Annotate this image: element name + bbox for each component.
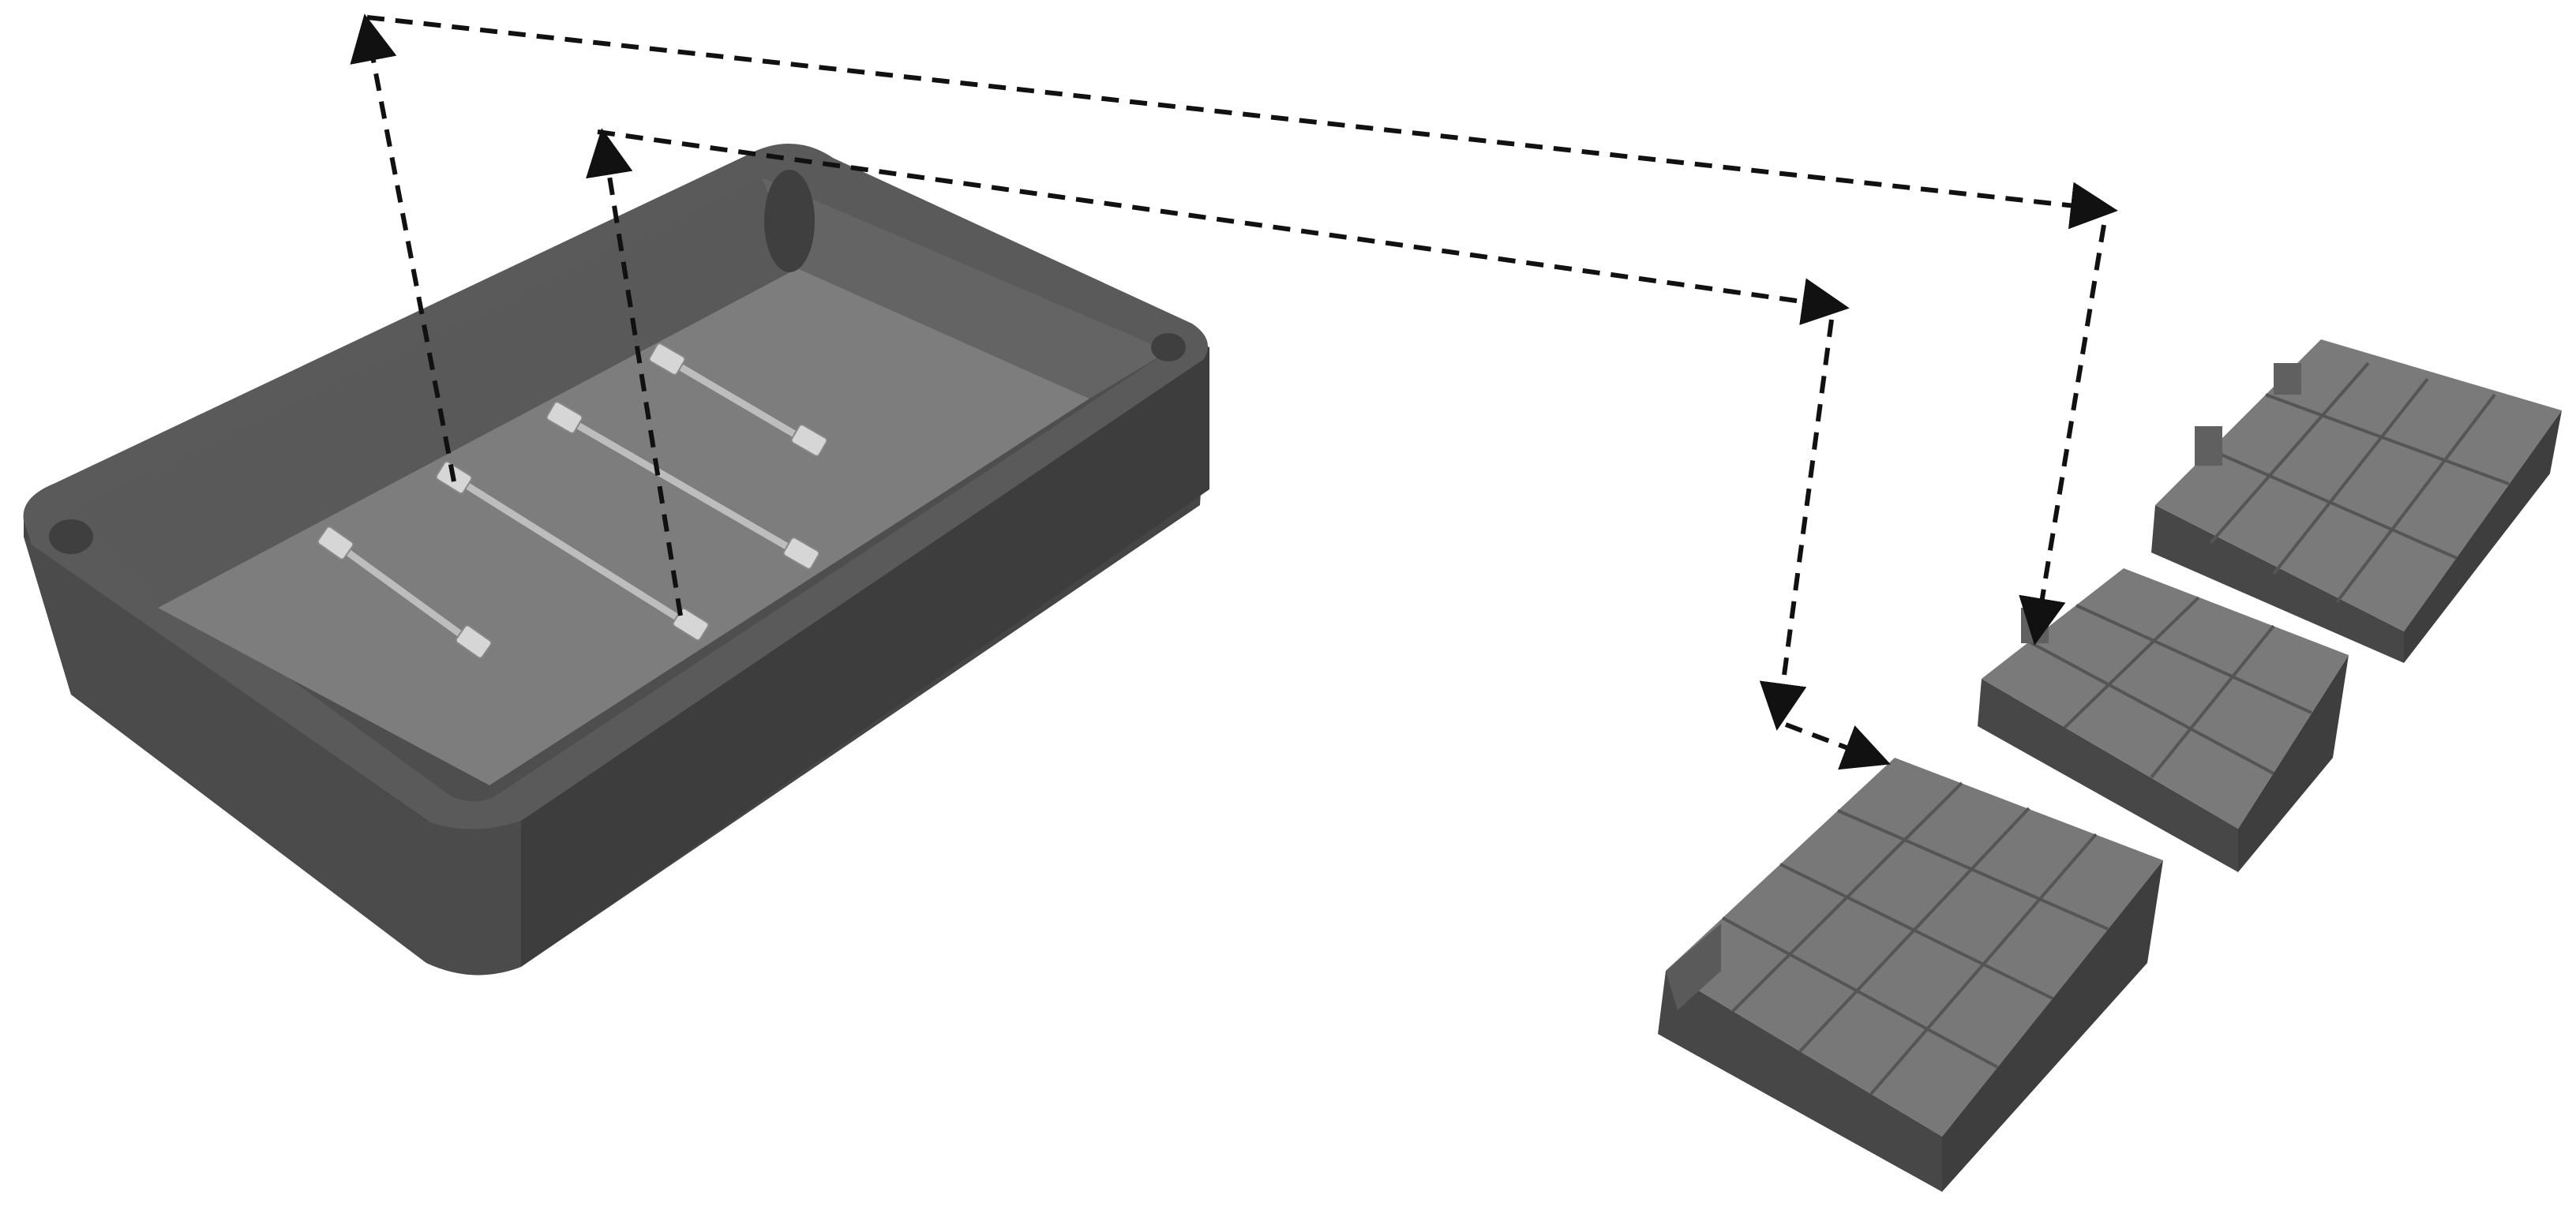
tray-corner-notch [764, 170, 815, 272]
arrow-inner [1759, 319, 1834, 731]
battery-module-front [1658, 758, 2163, 1192]
module-right-face [1942, 860, 2163, 1192]
module-terminal [2021, 608, 2049, 643]
module-terminal-block [1666, 923, 1721, 1010]
arrow-outer [350, 13, 456, 482]
module-left-face [1658, 971, 1942, 1192]
battery-module-middle [1978, 568, 2349, 872]
connector-cables [317, 343, 828, 659]
tray-corner-notch [1151, 333, 1186, 361]
dashed-arrows [350, 13, 2118, 770]
tray-corner-notch [49, 519, 93, 554]
module-top [1666, 758, 2163, 1137]
connector-cable [648, 343, 828, 457]
tray-floor [158, 268, 1089, 785]
module-right-face [2238, 655, 2349, 872]
connector-cable [317, 526, 493, 659]
tray-inner-back-wall [63, 178, 797, 608]
storage-tray [23, 144, 1209, 976]
tray-inner-right-wall [762, 178, 1168, 399]
arrow-inner [1784, 722, 1891, 770]
tray-left-face [24, 537, 521, 976]
module-terminal [2195, 426, 2222, 466]
tray-right-face [521, 347, 1209, 967]
module-left-face [1978, 679, 2238, 872]
module-cell-grid [2209, 361, 2510, 604]
arrow-inner [586, 128, 683, 616]
module-cell-grid [2028, 596, 2312, 779]
connector-cable [546, 401, 820, 570]
arrow-outer [2019, 224, 2106, 646]
module-left-face [2151, 505, 2404, 663]
module-cell-grid [1722, 781, 2109, 1096]
arrow-inner [597, 129, 1850, 325]
module-terminal [2274, 363, 2301, 395]
battery-module-back [2151, 339, 2562, 663]
module-right-face [2404, 410, 2562, 663]
arrow-outer [366, 15, 2118, 230]
module-top [2155, 339, 2562, 631]
